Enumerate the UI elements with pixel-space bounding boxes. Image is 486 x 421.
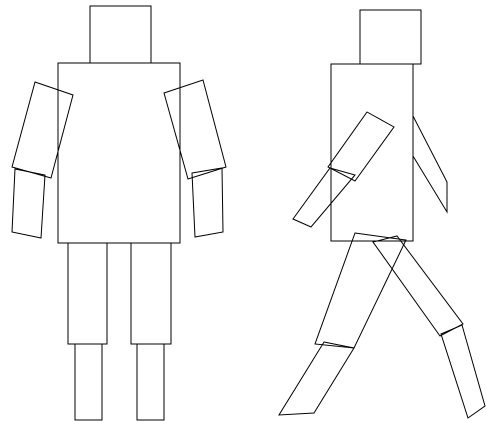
walking-figure	[279, 10, 485, 418]
walking-back-arm	[413, 116, 447, 212]
walking-front-thigh	[315, 233, 406, 348]
walking-back-shin	[441, 325, 485, 418]
front-right-shin	[137, 344, 164, 420]
walking-back-thigh	[373, 236, 463, 336]
front-right-thigh	[131, 243, 171, 344]
walking-front-shin	[279, 342, 354, 415]
walking-torso	[331, 64, 413, 241]
walking-front-forearm	[293, 168, 355, 227]
walking-head	[360, 10, 421, 64]
front-left-thigh	[68, 243, 107, 344]
front-right-upper-arm	[164, 80, 226, 179]
front-left-upper-arm	[12, 82, 73, 178]
front-left-forearm	[12, 169, 45, 238]
front-head	[90, 6, 151, 63]
front-right-forearm	[192, 168, 223, 237]
front-left-shin	[75, 344, 102, 420]
front-figure	[12, 6, 226, 420]
front-torso	[58, 63, 180, 243]
